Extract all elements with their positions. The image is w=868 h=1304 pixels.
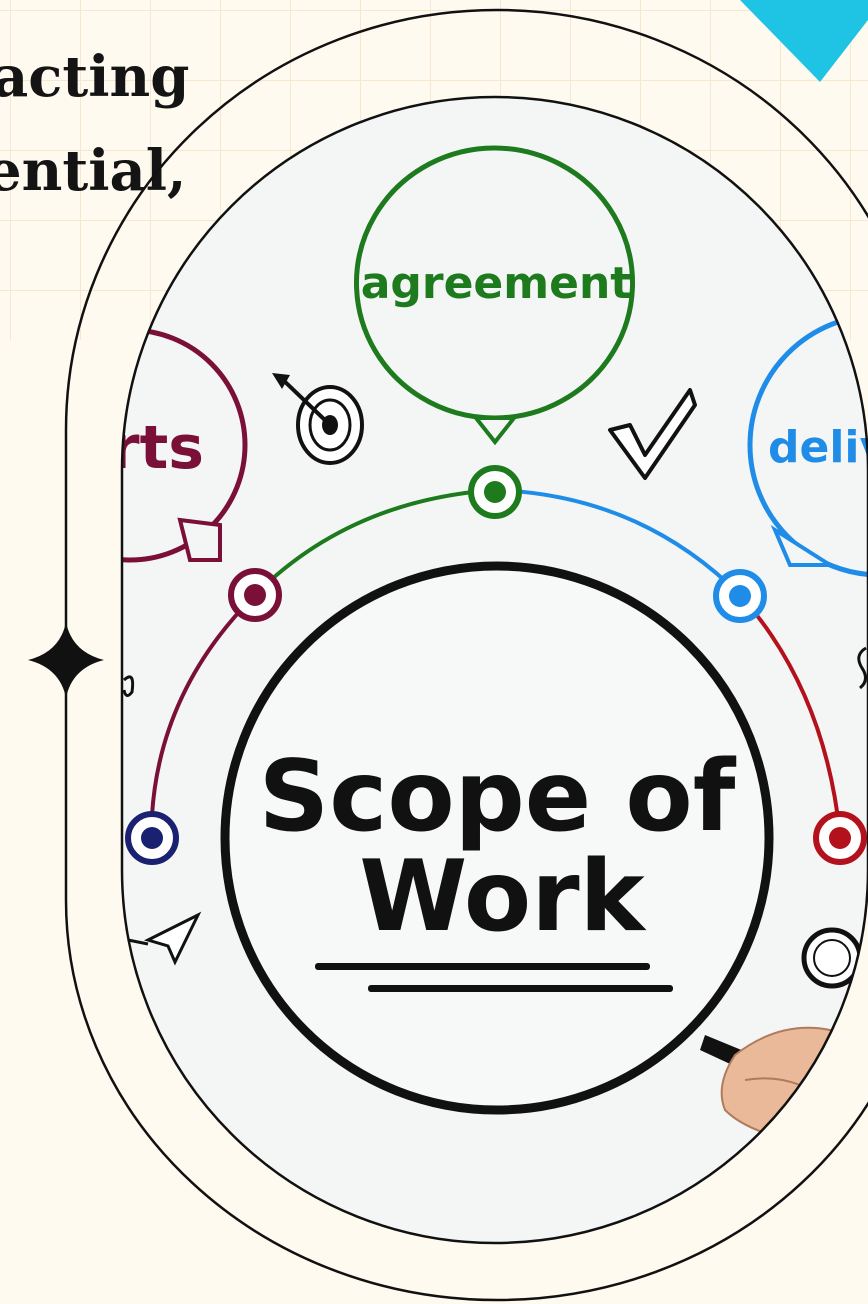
arc-right-red — [738, 593, 842, 836]
node-top-green — [468, 465, 522, 519]
arc-top-green — [253, 488, 496, 597]
arc-right-blue — [494, 488, 742, 597]
bubble-right-label: delive — [768, 422, 868, 473]
node-right-blue — [713, 569, 767, 623]
center-title-line-1: Scope of — [259, 740, 737, 854]
node-left-maroon — [228, 568, 282, 622]
node-right-red — [813, 811, 867, 865]
inner-frame-outline — [120, 95, 868, 1245]
central-circle — [220, 561, 774, 1115]
accent-triangle — [740, 0, 868, 82]
outer-frame-outline — [64, 8, 868, 1302]
bubble-top-label: agreement — [361, 258, 632, 309]
bubble-left-label: rts — [110, 413, 204, 483]
node-left-navy — [125, 811, 179, 865]
bubble-right: delive — [747, 312, 868, 578]
underline-2 — [368, 985, 673, 992]
heading-line-2: ential, — [0, 138, 187, 204]
bubble-top-agreement: agreement — [354, 145, 635, 446]
paper-plane-icon — [127, 911, 202, 966]
target-icon — [272, 373, 364, 465]
checkmark-icon — [608, 388, 697, 480]
heading-line-1: acting — [0, 44, 190, 110]
arc-left-maroon — [150, 593, 257, 816]
doodle-left-icon — [122, 675, 135, 697]
heading-text: acting ential, — [0, 30, 189, 218]
center-title-line-2: Work — [359, 840, 647, 954]
underline-1 — [315, 963, 650, 970]
doodle-right-icon — [857, 646, 867, 690]
sparkle-icon — [28, 622, 104, 698]
